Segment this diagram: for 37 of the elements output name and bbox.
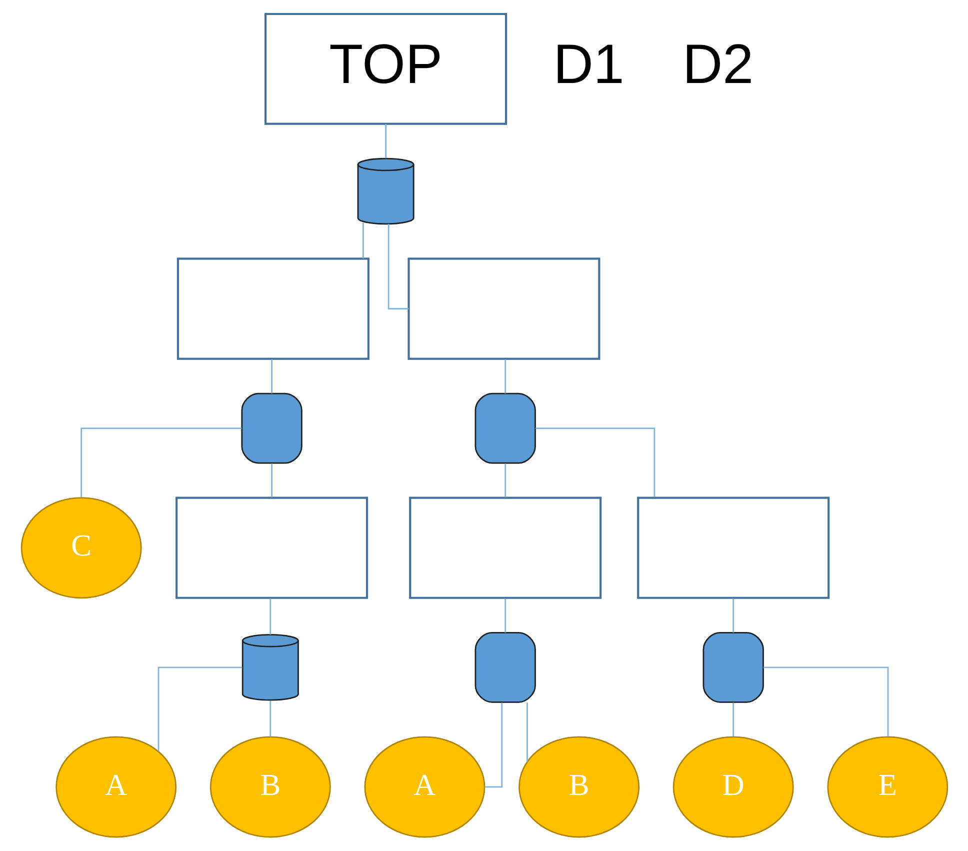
node-box [175, 496, 368, 599]
connector [270, 464, 272, 498]
connector [732, 702, 734, 736]
connector [535, 428, 655, 498]
node-ellipse: B [209, 736, 330, 838]
node-box [407, 258, 600, 360]
node-dome [240, 392, 302, 464]
connector [80, 428, 242, 498]
connector [504, 464, 506, 498]
connector [270, 359, 272, 394]
node-box [408, 496, 602, 599]
node-box [176, 258, 369, 360]
node-dome [702, 632, 764, 703]
connector [763, 666, 888, 736]
node-ellipse: B [518, 736, 640, 838]
connector [362, 222, 364, 259]
connector [269, 700, 271, 737]
connector [732, 598, 734, 633]
node-ellipse: E [826, 736, 948, 838]
connector [504, 598, 506, 633]
connector [384, 124, 386, 158]
connector [526, 702, 528, 762]
label: D2 [682, 32, 754, 95]
node-ellipse: C [20, 497, 142, 599]
connector [504, 359, 506, 394]
connector [387, 224, 408, 310]
node-ellipse: D [672, 736, 794, 838]
node-box: TOP [264, 12, 507, 125]
label: D1 [552, 32, 624, 95]
node-ellipse: A [55, 736, 176, 838]
connector [484, 702, 502, 788]
node-dome [474, 392, 536, 464]
node-ellipse: A [364, 736, 485, 838]
connector [157, 666, 242, 752]
connector [269, 598, 271, 635]
node-box [636, 496, 830, 599]
node-dome [474, 632, 536, 703]
